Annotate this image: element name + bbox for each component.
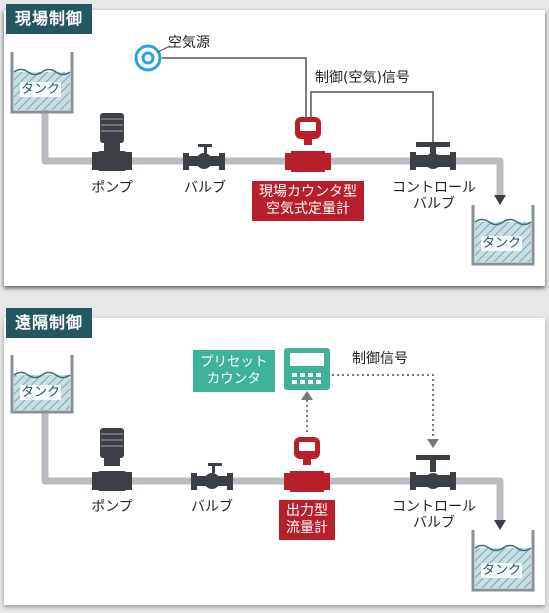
control-valve-label-line1: コントロール — [392, 499, 476, 515]
remote-control-panel — [4, 318, 545, 605]
pump-icon — [92, 428, 132, 491]
air-source-label: 空気源 — [168, 35, 210, 51]
preset-counter-label-line2: カウンタ — [206, 371, 261, 387]
control-valve-label-line1: コントロール — [392, 180, 476, 196]
remote-control-title: 遠隔制御 — [6, 308, 93, 338]
control-valve-icon — [410, 455, 456, 490]
counter-meter-label-line2: 空気式定量計 — [266, 201, 350, 217]
output-flow-meter-label-line2: 流量計 — [286, 520, 328, 536]
pump-label: ポンプ — [91, 180, 133, 196]
valve-icon — [183, 144, 225, 170]
control-signal-label: 制御信号 — [352, 351, 408, 367]
local-pipeline — [41, 110, 504, 195]
preset-counter-label-line1: プリセット — [200, 354, 268, 370]
tank-icon — [471, 530, 535, 592]
valve-label: バルブ — [184, 180, 226, 196]
control-valve-label-line2: バルブ — [413, 515, 455, 531]
control-valve-label: コントロール バルブ — [392, 499, 476, 531]
flow-meter-icon — [285, 117, 331, 172]
tank-label: タンク — [20, 385, 62, 400]
counter-meter-label-line1: 現場カウンタ型 — [259, 184, 357, 200]
flow-arrow-icon — [494, 195, 506, 205]
signal-arrow-down — [427, 439, 439, 448]
control-valve-label: コントロール バルブ — [392, 180, 476, 212]
pump-icon — [92, 113, 132, 171]
tank-label: タンク — [481, 236, 523, 251]
control-signal-label: 制御(空気)信号 — [315, 70, 410, 86]
signal-line — [306, 374, 434, 440]
tank-icon — [471, 205, 535, 266]
preset-counter-label: プリセット カウンタ — [193, 350, 275, 392]
tank-label: タンク — [20, 82, 62, 97]
tank-icon — [10, 355, 74, 414]
air-line — [162, 57, 434, 142]
pump-label: ポンプ — [91, 499, 133, 515]
control-valve-label-line2: バルブ — [413, 196, 455, 212]
counter-meter-label: 現場カウンタ型 空気式定量計 — [252, 181, 364, 221]
control-valve-icon — [410, 142, 456, 170]
remote-pipeline — [41, 410, 504, 520]
local-control-title: 現場制御 — [6, 4, 93, 34]
output-flow-meter-label-line1: 出力型 — [286, 503, 328, 519]
valve-label: バルブ — [191, 499, 233, 515]
signal-arrow-up — [301, 391, 313, 400]
preset-counter-icon — [284, 348, 330, 390]
flow-arrow-icon — [494, 520, 506, 530]
output-flow-meter-label: 出力型 流量計 — [279, 500, 335, 540]
tank-label: タンク — [481, 563, 523, 578]
air-source-icon — [134, 44, 171, 72]
local-control-panel-bg — [4, 10, 545, 286]
flow-meter-icon — [284, 437, 330, 492]
valve-icon — [191, 463, 233, 490]
